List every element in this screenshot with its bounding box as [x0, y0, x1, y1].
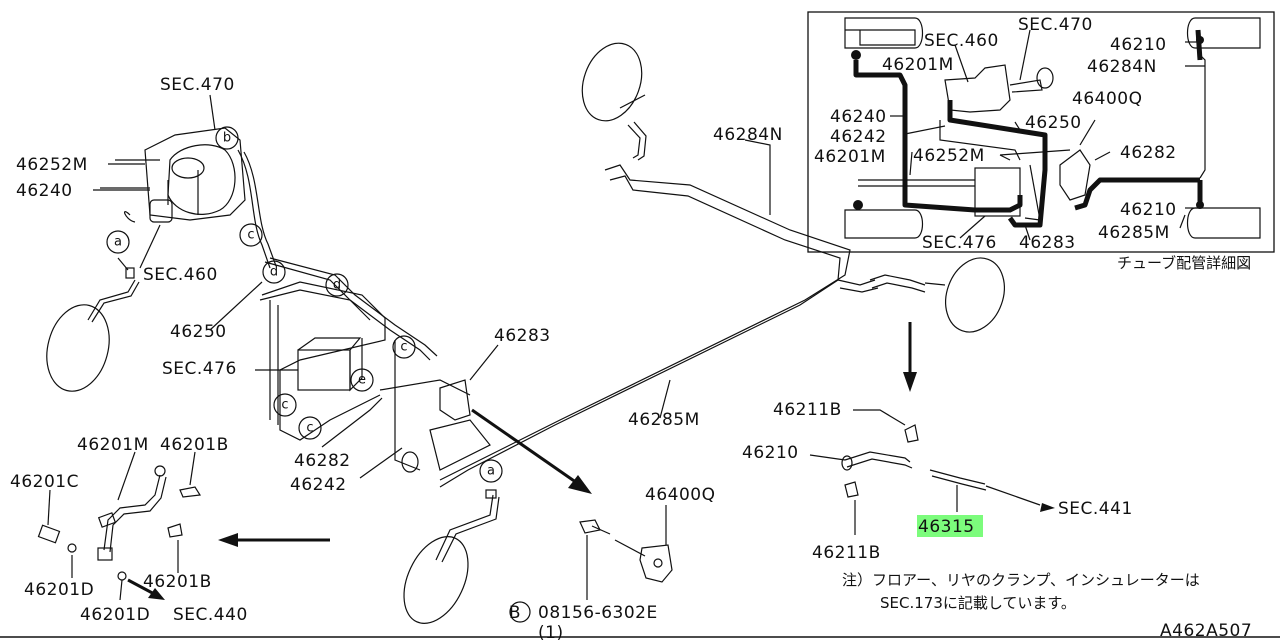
- label-46242-left: 46242: [290, 475, 347, 495]
- detail-46400q: [509, 505, 673, 623]
- inset-label-46210-bot: 46210: [1120, 200, 1177, 220]
- label-sec441: SEC.441: [1058, 499, 1133, 519]
- callout-c-3: [273, 393, 297, 417]
- label-sec470-left: SEC.470: [160, 75, 235, 95]
- label-46285m-main: 46285M: [628, 410, 700, 430]
- note-line-2: SEC.173に記載しています。: [880, 594, 1076, 612]
- svg-text:a: a: [487, 464, 495, 479]
- note-line-1: 注）フロアー、リヤのクランプ、インシュレーターは: [842, 571, 1200, 589]
- inset-label-46240: 46240: [830, 107, 887, 127]
- inset-label-46201m-top: 46201M: [882, 55, 954, 75]
- svg-text:d: d: [333, 278, 341, 293]
- pointer-arrows: [218, 322, 917, 547]
- svg-text:a: a: [114, 235, 122, 250]
- svg-text:b: b: [223, 131, 231, 146]
- callout-a-1: [106, 230, 130, 254]
- label-46211b-bottom: 46211B: [812, 543, 881, 563]
- svg-text:c: c: [281, 398, 288, 413]
- front-right-brake: [403, 489, 500, 624]
- callout-c-2: [392, 335, 416, 359]
- callout-circles: a b c d d c e c c a: [106, 126, 503, 483]
- callout-c-4: [298, 416, 322, 440]
- label-46201d-bl2: 46201D: [80, 605, 150, 625]
- tube-detail-inset: [807, 11, 1275, 253]
- svg-text:c: c: [247, 228, 254, 243]
- inset-label-46283: 46283: [1019, 233, 1076, 253]
- inset-label-sec460: SEC.460: [924, 31, 999, 51]
- highlight-46315: [917, 515, 983, 537]
- label-46250-left: 46250: [170, 322, 227, 342]
- label-46210-right: 46210: [742, 443, 799, 463]
- svg-text:e: e: [358, 373, 366, 388]
- callout-a-2: [479, 459, 503, 483]
- inset-label-46252m: 46252M: [913, 146, 985, 166]
- callout-c-1: [239, 223, 263, 247]
- label-46282-left: 46282: [294, 451, 351, 471]
- inset-label-46284n: 46284N: [1087, 57, 1157, 77]
- label-46201c-bl: 46201C: [10, 472, 79, 492]
- part-labels: SEC.470 46252M 46240 SEC.460 46250 SEC.4…: [10, 75, 1252, 640]
- leader-lines-left: [93, 94, 771, 479]
- label-bolt-prefix: B: [509, 603, 521, 623]
- master-cylinder-assembly: [100, 127, 277, 269]
- inset-label-46400q: 46400Q: [1072, 89, 1142, 109]
- front-left-brake: [46, 257, 140, 392]
- inset-label-sec470: SEC.470: [1018, 15, 1093, 35]
- inset-label-46250: 46250: [1025, 113, 1082, 133]
- rear-left-brake: [581, 42, 647, 161]
- inset-label-sec476: SEC.476: [922, 233, 997, 253]
- label-46400q: 46400Q: [645, 485, 715, 505]
- long-brake-pipes: [439, 164, 879, 488]
- label-46252m-left: 46252M: [16, 155, 88, 175]
- label-bolt-number: 08156-6302E: [538, 603, 658, 623]
- label-46211b-top: 46211B: [773, 400, 842, 420]
- inset-label-46282: 46282: [1120, 143, 1177, 163]
- callout-e: [350, 368, 374, 392]
- inset-label-46285m: 46285M: [1098, 223, 1170, 243]
- label-46240-left: 46240: [16, 181, 73, 201]
- inset-title: チューブ配管詳細図: [1117, 254, 1251, 272]
- label-46201d-bl1: 46201D: [24, 580, 94, 600]
- detail-bottom-left: [37, 451, 202, 601]
- svg-text:c: c: [400, 340, 407, 355]
- inset-labels: SEC.470 SEC.460 46210 46201M 46284N 4640…: [814, 15, 1251, 272]
- label-46201b-bl2: 46201B: [143, 572, 212, 592]
- svg-text:c: c: [306, 421, 313, 436]
- label-sec460-left: SEC.460: [143, 265, 218, 285]
- label-46201m-bl: 46201M: [77, 435, 149, 455]
- label-46284n-main: 46284N: [713, 125, 783, 145]
- svg-text:d: d: [270, 265, 278, 280]
- label-46283-left: 46283: [494, 326, 551, 346]
- label-sec476-left: SEC.476: [162, 359, 237, 379]
- label-46315: 46315: [918, 517, 975, 537]
- inset-label-46201m-mid: 46201M: [814, 147, 886, 167]
- label-46201b-bl1: 46201B: [160, 435, 229, 455]
- callout-d-1: [262, 260, 286, 284]
- detail-46315: [809, 409, 1055, 535]
- drawing-id: A462A507: [1160, 621, 1252, 640]
- callout-b: [215, 126, 239, 150]
- brake-lines-center: [259, 257, 491, 473]
- inset-label-46210-top: 46210: [1110, 35, 1167, 55]
- inset-label-46242: 46242: [830, 127, 887, 147]
- callout-d-2: [325, 273, 349, 297]
- rear-right-brake: [869, 257, 1005, 333]
- label-sec440-bl: SEC.440: [173, 605, 248, 625]
- label-bolt-qty: (1): [538, 623, 564, 640]
